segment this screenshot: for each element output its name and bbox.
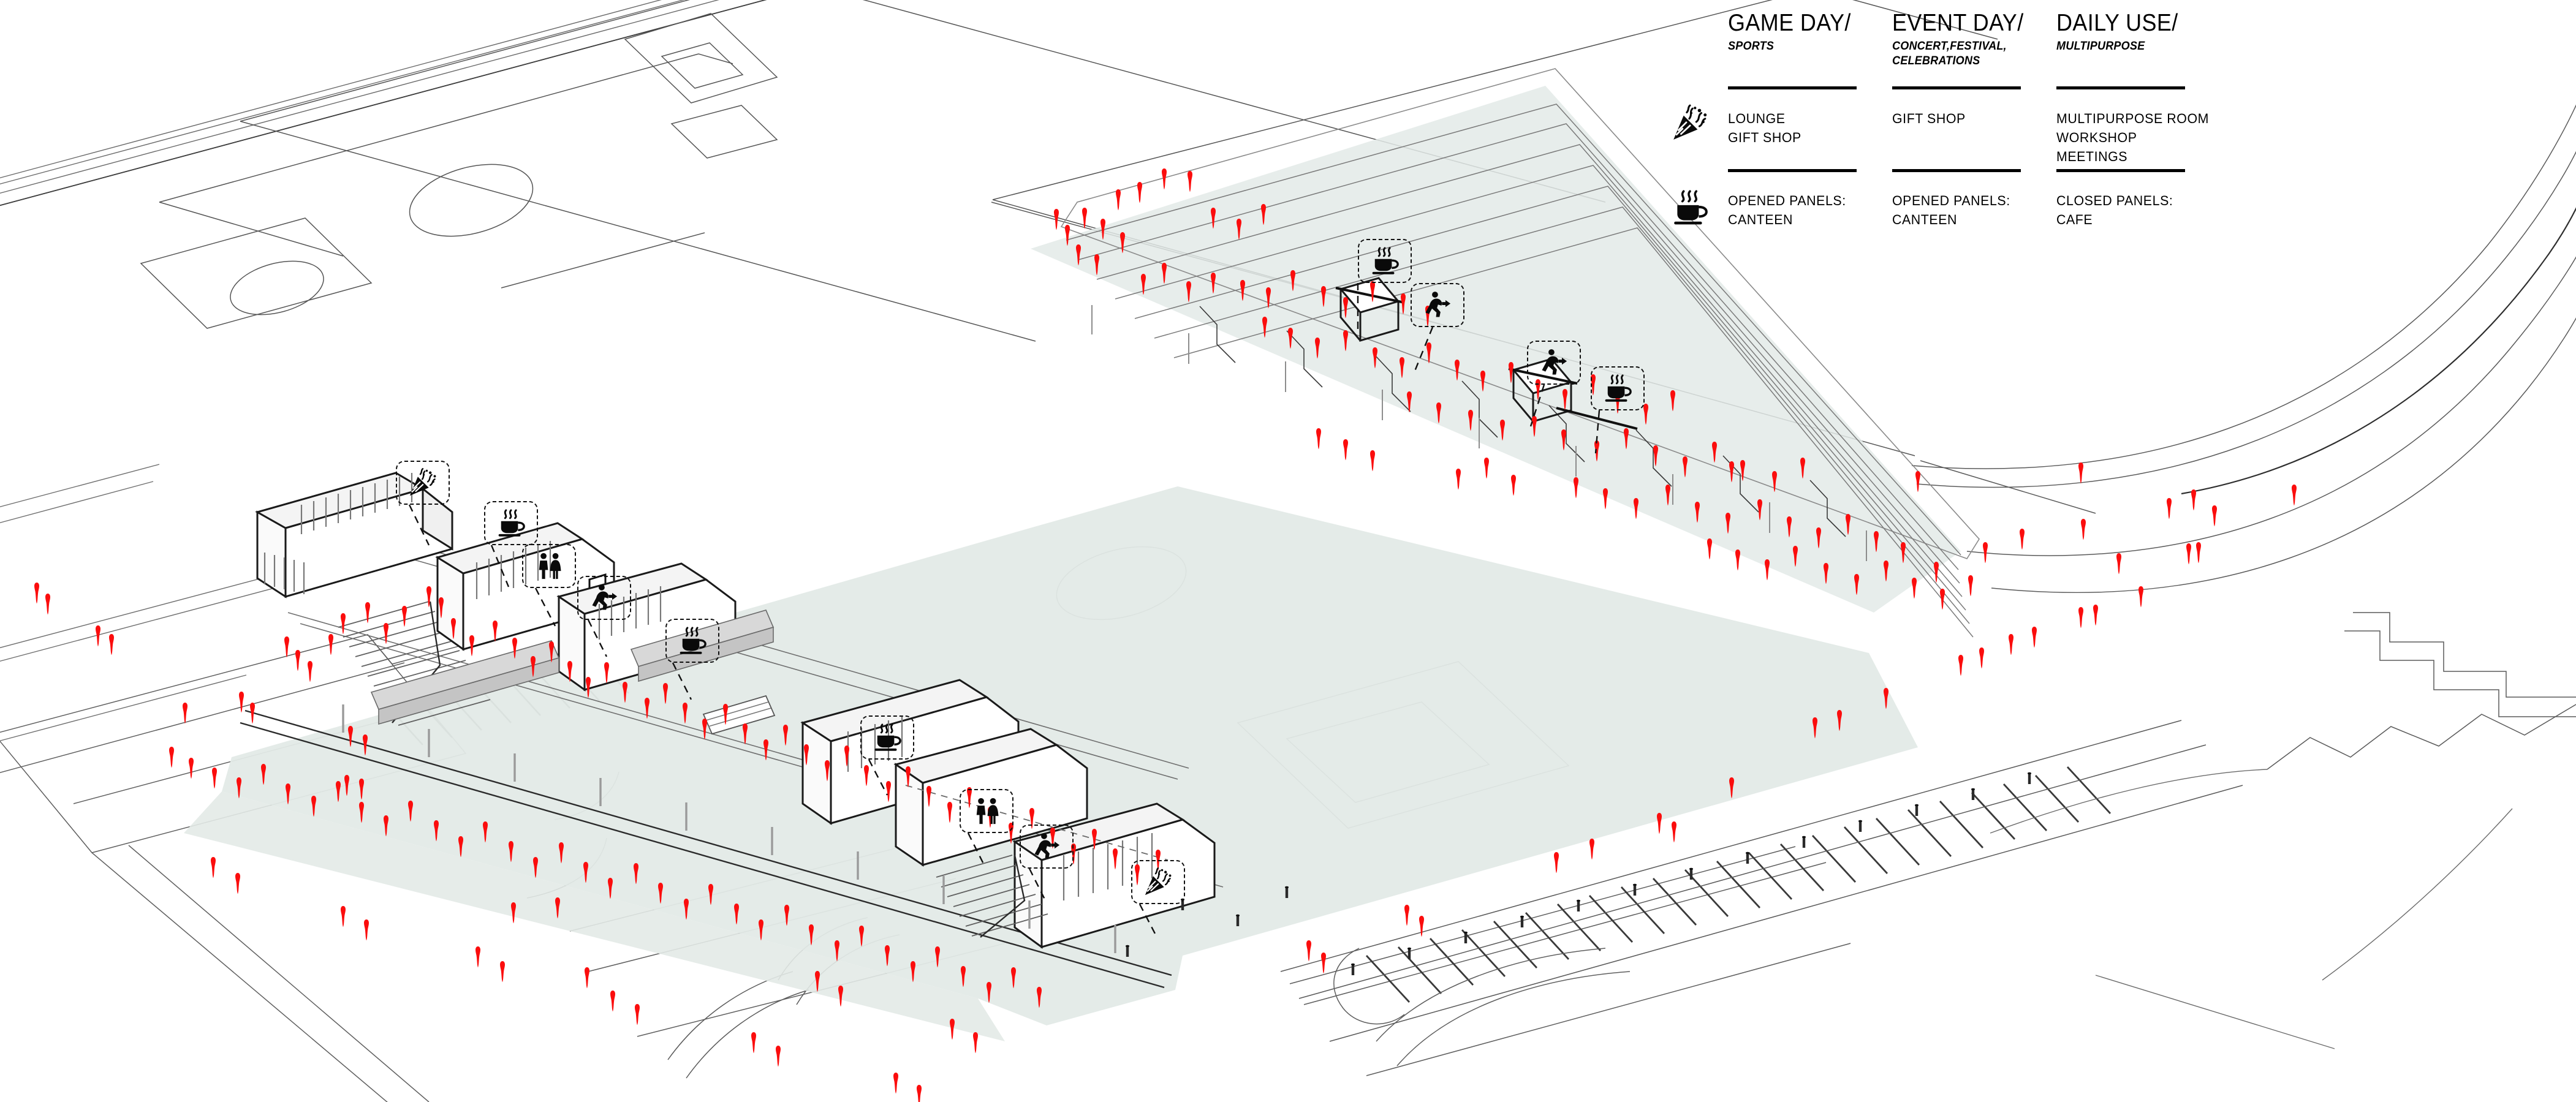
callout-coffee-cup-icon[interactable]: [1591, 366, 1645, 410]
callout-coffee-cup-icon[interactable]: [484, 501, 538, 545]
callout-party-popper-icon[interactable]: [1131, 860, 1185, 904]
legend-divider-r2-c2: [2056, 169, 2185, 172]
legend-title-game-day: GAME DAY/: [1728, 10, 1851, 36]
access-road-darkline: [2181, 207, 2576, 495]
stair-handrail-east: [980, 855, 1026, 938]
callout-running-exit-icon[interactable]: [1527, 341, 1581, 385]
party-popper-icon: [1670, 103, 1710, 143]
legend-title-event-day: EVENT DAY/: [1892, 10, 2024, 36]
legend-columns: GAME DAY/ SPORTS EVENT DAY/ CONCERT,FEST…: [1673, 11, 2433, 256]
east-field-shape: [1990, 769, 2513, 1049]
legend-divider-r2-c0: [1728, 169, 1857, 172]
upper-pitch: [240, 0, 1606, 342]
callout-party-popper-icon[interactable]: [396, 461, 450, 505]
party-popper-icon: [1142, 866, 1174, 898]
coffee-cup-icon: [1602, 372, 1634, 404]
deck-dashed-service-line: [905, 785, 1169, 861]
callout-running-exit-icon[interactable]: [1020, 825, 1074, 869]
callout-coffee-cup-icon[interactable]: [665, 619, 719, 663]
legend-subtitle-event-day: CONCERT,FESTIVAL, CELEBRATIONS: [1892, 40, 2007, 68]
running-exit-icon: [1538, 347, 1570, 379]
coffee-cup-icon: [871, 722, 903, 753]
legend-divider-r2-c1: [1892, 169, 2021, 172]
access-road-east: [1911, 104, 2576, 593]
running-exit-icon: [1422, 289, 1453, 321]
louvre-screen-a2: [263, 553, 305, 594]
legend-cell-game-day-row1: LOUNGE GIFT SHOP: [1728, 111, 1801, 146]
louvre-screen-c: [475, 541, 551, 599]
coffee-cup-icon: [1670, 187, 1710, 228]
party-popper-icon: [407, 467, 439, 499]
parking-lot-southeast: [1289, 766, 2112, 1076]
legend-subtitle-daily-use: MULTIPURPOSE: [2056, 40, 2145, 53]
callout-running-exit-icon[interactable]: [1411, 283, 1464, 327]
pavilion-unit-f: [893, 728, 1088, 867]
pavilion-strip: [240, 472, 1224, 989]
east-plot-boundary: [2267, 612, 2576, 770]
callout-restroom-icon[interactable]: [960, 789, 1013, 833]
legend-title-daily-use: DAILY USE/: [2056, 10, 2178, 36]
callout-coffee-cup-icon[interactable]: [860, 715, 914, 760]
deck-bench-wall: [370, 609, 775, 725]
coffee-cup-icon: [1369, 245, 1401, 277]
coffee-cup-icon: [676, 625, 708, 657]
legend-column-daily-use: DAILY USE/ MULTIPURPOSE: [2056, 11, 2234, 54]
legend-cell-game-day-row2: OPENED PANELS: CANTEEN: [1728, 193, 1846, 228]
legend-column-game-day: GAME DAY/ SPORTS: [1728, 11, 1881, 54]
legend-divider-r1-c0: [1728, 86, 1857, 89]
legend-panel: GAME DAY/ SPORTS EVENT DAY/ CONCERT,FEST…: [1673, 11, 2433, 256]
louvre-screen-d: [598, 586, 662, 640]
canopy-edge: [240, 709, 1172, 989]
perimeter-road-northwest: [0, 0, 719, 194]
callout-restroom-icon[interactable]: [522, 544, 576, 588]
side-pitch: [140, 53, 778, 329]
deck-columns: [342, 704, 1116, 953]
legend-cell-daily-use-row1: MULTIPURPOSE ROOM WORKSHOP MEETINGS: [2056, 111, 2210, 165]
callout-leader-lines: [408, 283, 1601, 935]
legend-cell-event-day-row1: GIFT SHOP: [1892, 111, 1966, 126]
callout-coffee-cup-icon[interactable]: [1358, 239, 1412, 283]
grandstand-terraces: [1060, 68, 1980, 638]
legend-cell-daily-use-row2: CLOSED PANELS: CAFE: [2056, 193, 2173, 228]
callout-running-exit-icon[interactable]: [577, 576, 631, 620]
legend-cell-event-day-row2: OPENED PANELS: CANTEEN: [1892, 193, 2010, 228]
running-exit-icon: [1031, 831, 1063, 862]
legend-subtitle-game-day: SPORTS: [1728, 40, 1775, 53]
legend-divider-r1-c1: [1892, 86, 2021, 89]
coffee-cup-icon: [495, 507, 527, 539]
legend-divider-r1-c2: [2056, 86, 2185, 89]
restroom-icon: [533, 550, 565, 582]
running-exit-icon: [588, 582, 620, 614]
legend-column-event-day: EVENT DAY/ CONCERT,FESTIVAL, CELEBRATION…: [1892, 11, 2045, 69]
restroom-icon: [971, 795, 1002, 827]
